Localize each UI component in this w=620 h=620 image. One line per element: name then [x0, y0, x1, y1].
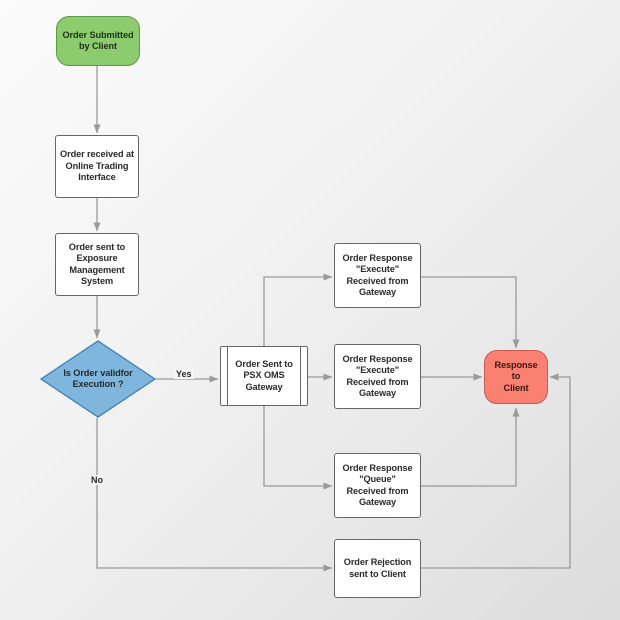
edge-queue-to-response [421, 407, 520, 487]
diamond-shape [40, 340, 156, 418]
subroutine-left-bar [227, 347, 228, 405]
subroutine-right-bar [300, 347, 301, 405]
edge-exec-top-to-response [421, 276, 520, 349]
edge-decision-no-to-rejection [96, 418, 333, 572]
edge-gateway-to-exec-top [263, 273, 333, 346]
edge-label-no: No [89, 475, 105, 485]
edge-gateway-to-queue [263, 406, 333, 490]
edge-rejection-to-response [421, 373, 571, 569]
edge-label-yes: Yes [174, 369, 194, 379]
